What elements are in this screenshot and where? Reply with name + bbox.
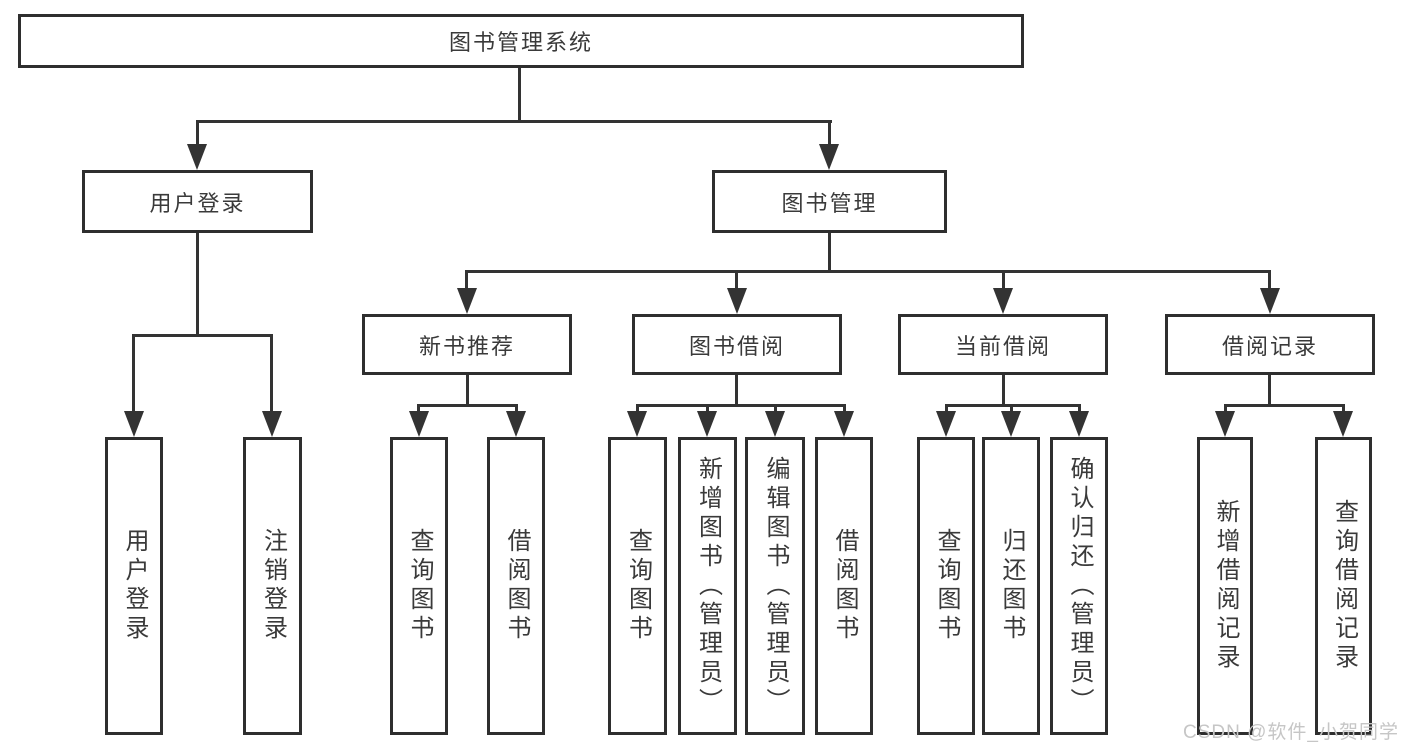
leaf-current-confirm-return-admin: 确认归还（管理员） [1050, 437, 1108, 735]
connector-userlogin-bar [132, 334, 273, 337]
connector-bookmgmt-drop-4 [1268, 270, 1271, 292]
leaf-record-query: 查询借阅记录 [1315, 437, 1372, 735]
leaf-borrow-borrow-book: 借阅图书 [815, 437, 873, 735]
node-borrow-record: 借阅记录 [1165, 314, 1375, 375]
connector-borrow-drop-2 [706, 404, 709, 416]
leaf-borrow-edit-book-admin: 编辑图书（管理员） [745, 437, 805, 735]
connector-current-stem [1002, 375, 1005, 406]
arrow-down-icon [765, 411, 785, 437]
connector-current-drop-3 [1078, 404, 1081, 416]
leaf-borrow-query-book: 查询图书 [608, 437, 667, 735]
connector-userlogin-stem [196, 233, 199, 336]
connector-borrow-drop-1 [636, 404, 639, 416]
leaf-borrow-add-book-admin: 新增图书（管理员） [678, 437, 737, 735]
arrow-down-icon [1333, 411, 1353, 437]
node-current-borrow: 当前借阅 [898, 314, 1108, 375]
leaf-current-return-book: 归还图书 [982, 437, 1040, 735]
connector-bookmgmt-drop-1 [465, 270, 468, 292]
connector-bookmgmt-drop-3 [1002, 270, 1005, 292]
connector-current-drop-1 [945, 404, 948, 416]
connector-record-drop-2 [1342, 404, 1345, 416]
connector-borrow-stem [735, 375, 738, 406]
connector-record-stem [1268, 375, 1271, 406]
arrow-down-icon [262, 411, 282, 437]
connector-userlogin-drop-1 [132, 334, 135, 413]
arrow-down-icon [936, 411, 956, 437]
arrow-down-icon [993, 288, 1013, 314]
connector-bookmgmt-drop-2 [735, 270, 738, 292]
arrow-down-icon [834, 411, 854, 437]
arrow-down-icon [409, 411, 429, 437]
connector-borrow-drop-3 [774, 404, 777, 416]
node-book-borrow: 图书借阅 [632, 314, 842, 375]
connector-bookmgmt-bar [465, 270, 1271, 273]
connector-newbook-drop-1 [417, 404, 420, 416]
arrow-down-icon [506, 411, 526, 437]
leaf-user-login: 用户登录 [105, 437, 163, 735]
leaf-newrec-query-book: 查询图书 [390, 437, 448, 735]
leaf-record-add: 新增借阅记录 [1197, 437, 1253, 735]
csdn-watermark: CSDN @软件_小贺同学 [1183, 722, 1399, 743]
connector-newbook-stem [466, 375, 469, 406]
leaf-current-query-book: 查询图书 [917, 437, 975, 735]
connector-root-drop-left [196, 120, 199, 148]
arrow-down-icon [1069, 411, 1089, 437]
arrow-down-icon [1260, 288, 1280, 314]
node-root: 图书管理系统 [18, 14, 1024, 68]
connector-borrow-drop-4 [843, 404, 846, 416]
arrow-down-icon [1001, 411, 1021, 437]
leaf-newrec-borrow-book: 借阅图书 [487, 437, 545, 735]
connector-newbook-bar [417, 404, 518, 407]
connector-current-drop-2 [1010, 404, 1013, 416]
arrow-down-icon [457, 288, 477, 314]
node-book-management: 图书管理 [712, 170, 947, 233]
connector-bookmgmt-stem [828, 233, 831, 272]
arrow-down-icon [819, 144, 839, 170]
arrow-down-icon [627, 411, 647, 437]
leaf-logout: 注销登录 [243, 437, 302, 735]
node-new-book-recommend: 新书推荐 [362, 314, 572, 375]
connector-root-bar [196, 120, 832, 123]
connector-current-bar [945, 404, 1081, 407]
connector-root-drop-right [828, 120, 831, 148]
arrow-down-icon [727, 288, 747, 314]
node-user-login: 用户登录 [82, 170, 313, 233]
connector-borrow-bar [636, 404, 845, 407]
arrow-down-icon [697, 411, 717, 437]
arrow-down-icon [124, 411, 144, 437]
arrow-down-icon [187, 144, 207, 170]
arrow-down-icon [1215, 411, 1235, 437]
connector-record-bar [1224, 404, 1345, 407]
connector-newbook-drop-2 [515, 404, 518, 416]
connector-record-drop-1 [1224, 404, 1227, 416]
connector-root-stem [518, 68, 521, 122]
connector-userlogin-drop-2 [270, 334, 273, 413]
